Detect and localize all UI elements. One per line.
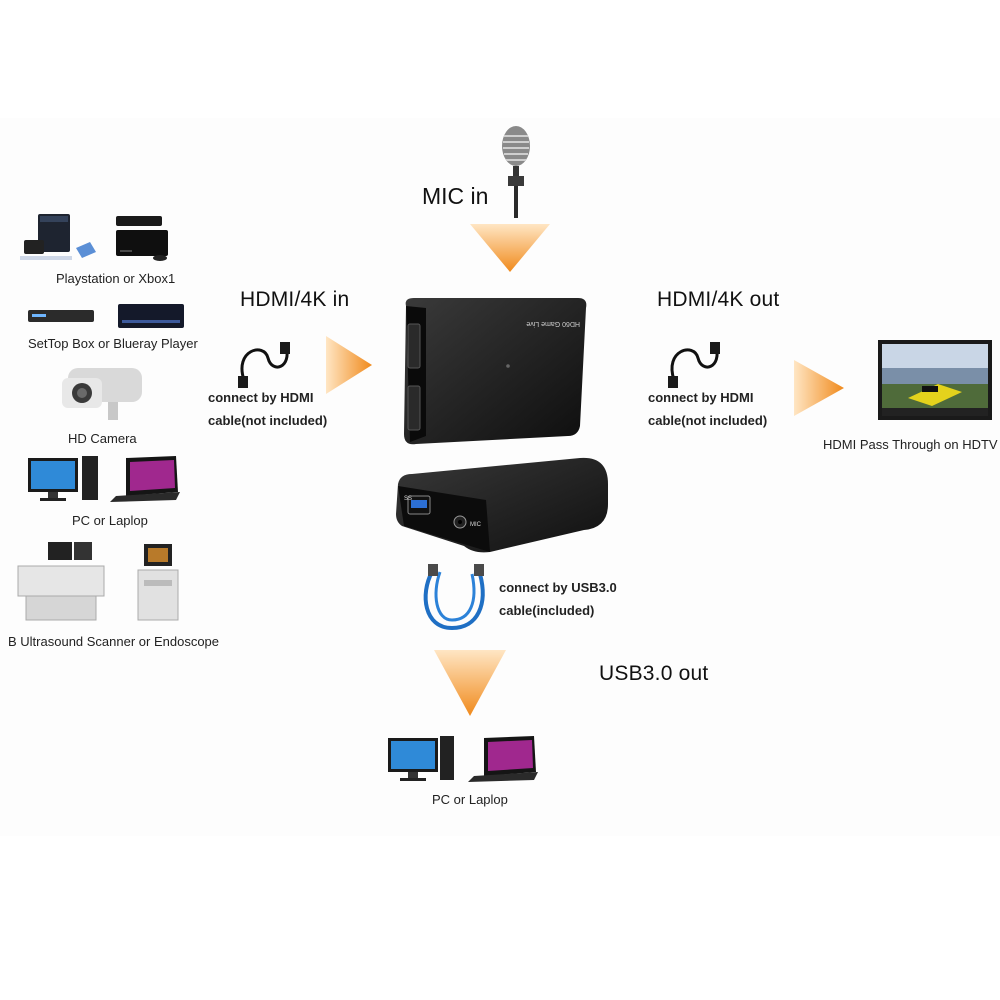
output-pc-laptop-icon [388,736,538,782]
arrow-down-usb-icon [434,650,506,716]
mic-in-label: MIC in [422,183,489,209]
hdmi-out-cable-note-line2: cable(not included) [648,413,768,428]
capture-device-back-icon: SS MIC [396,457,608,553]
device-mic-port-text: MIC [470,522,482,528]
hdmi-cable-in-icon [238,342,290,388]
usb-cable-note-line1: connect by USB3.0 [499,580,617,595]
hdmi-in-cable-note: connect by HDMI cable(not included) [208,386,327,432]
device-brand-text: HD60 Game Live [526,320,580,327]
arrow-right-hdmi-out-icon [794,360,844,416]
source-label-camera: HD Camera [68,431,137,446]
hdmi-out-cable-note: connect by HDMI cable(not included) [648,386,767,432]
medical-scanner-icon [17,542,179,621]
camera-icon [62,368,142,420]
hdmi-in-cable-note-line1: connect by HDMI [208,390,314,405]
microphone-icon [502,126,530,218]
usb-out-label: USB3.0 out [599,662,709,685]
source-label-medical: B Ultrasound Scanner or Endoscope [8,634,220,649]
output-pc-label: PC or Laplop [432,792,508,807]
game-console-icon [20,214,168,261]
hdmi-in-cable-note-line2: cable(not included) [208,413,328,428]
device-usb-port-text: SS [404,496,412,502]
pc-laptop-icon [28,456,180,502]
capture-device-front-icon: HD60 Game Live [404,298,587,445]
hdmi-in-label: HDMI/4K in [240,288,350,311]
source-label-console: Playstation or Xbox1 [56,271,176,286]
source-label-settop: SetTop Box or Blueray Player [28,336,198,351]
usb-cable-icon [423,564,485,631]
hdmi-out-cable-note-line1: connect by HDMI [648,390,754,405]
hdtv-label: HDMI Pass Through on HDTV [823,437,998,452]
hdtv-icon [878,340,992,420]
hdmi-out-label: HDMI/4K out [657,288,780,311]
arrow-down-mic-icon [470,224,550,272]
hdmi-cable-out-icon [668,342,720,388]
usb-cable-note: connect by USB3.0 cable(included) [499,576,617,622]
settop-box-icon [28,304,184,328]
usb-cable-note-line2: cable(included) [499,603,595,618]
arrow-right-hdmi-in-icon [326,336,372,394]
source-label-pc: PC or Laplop [72,513,148,528]
